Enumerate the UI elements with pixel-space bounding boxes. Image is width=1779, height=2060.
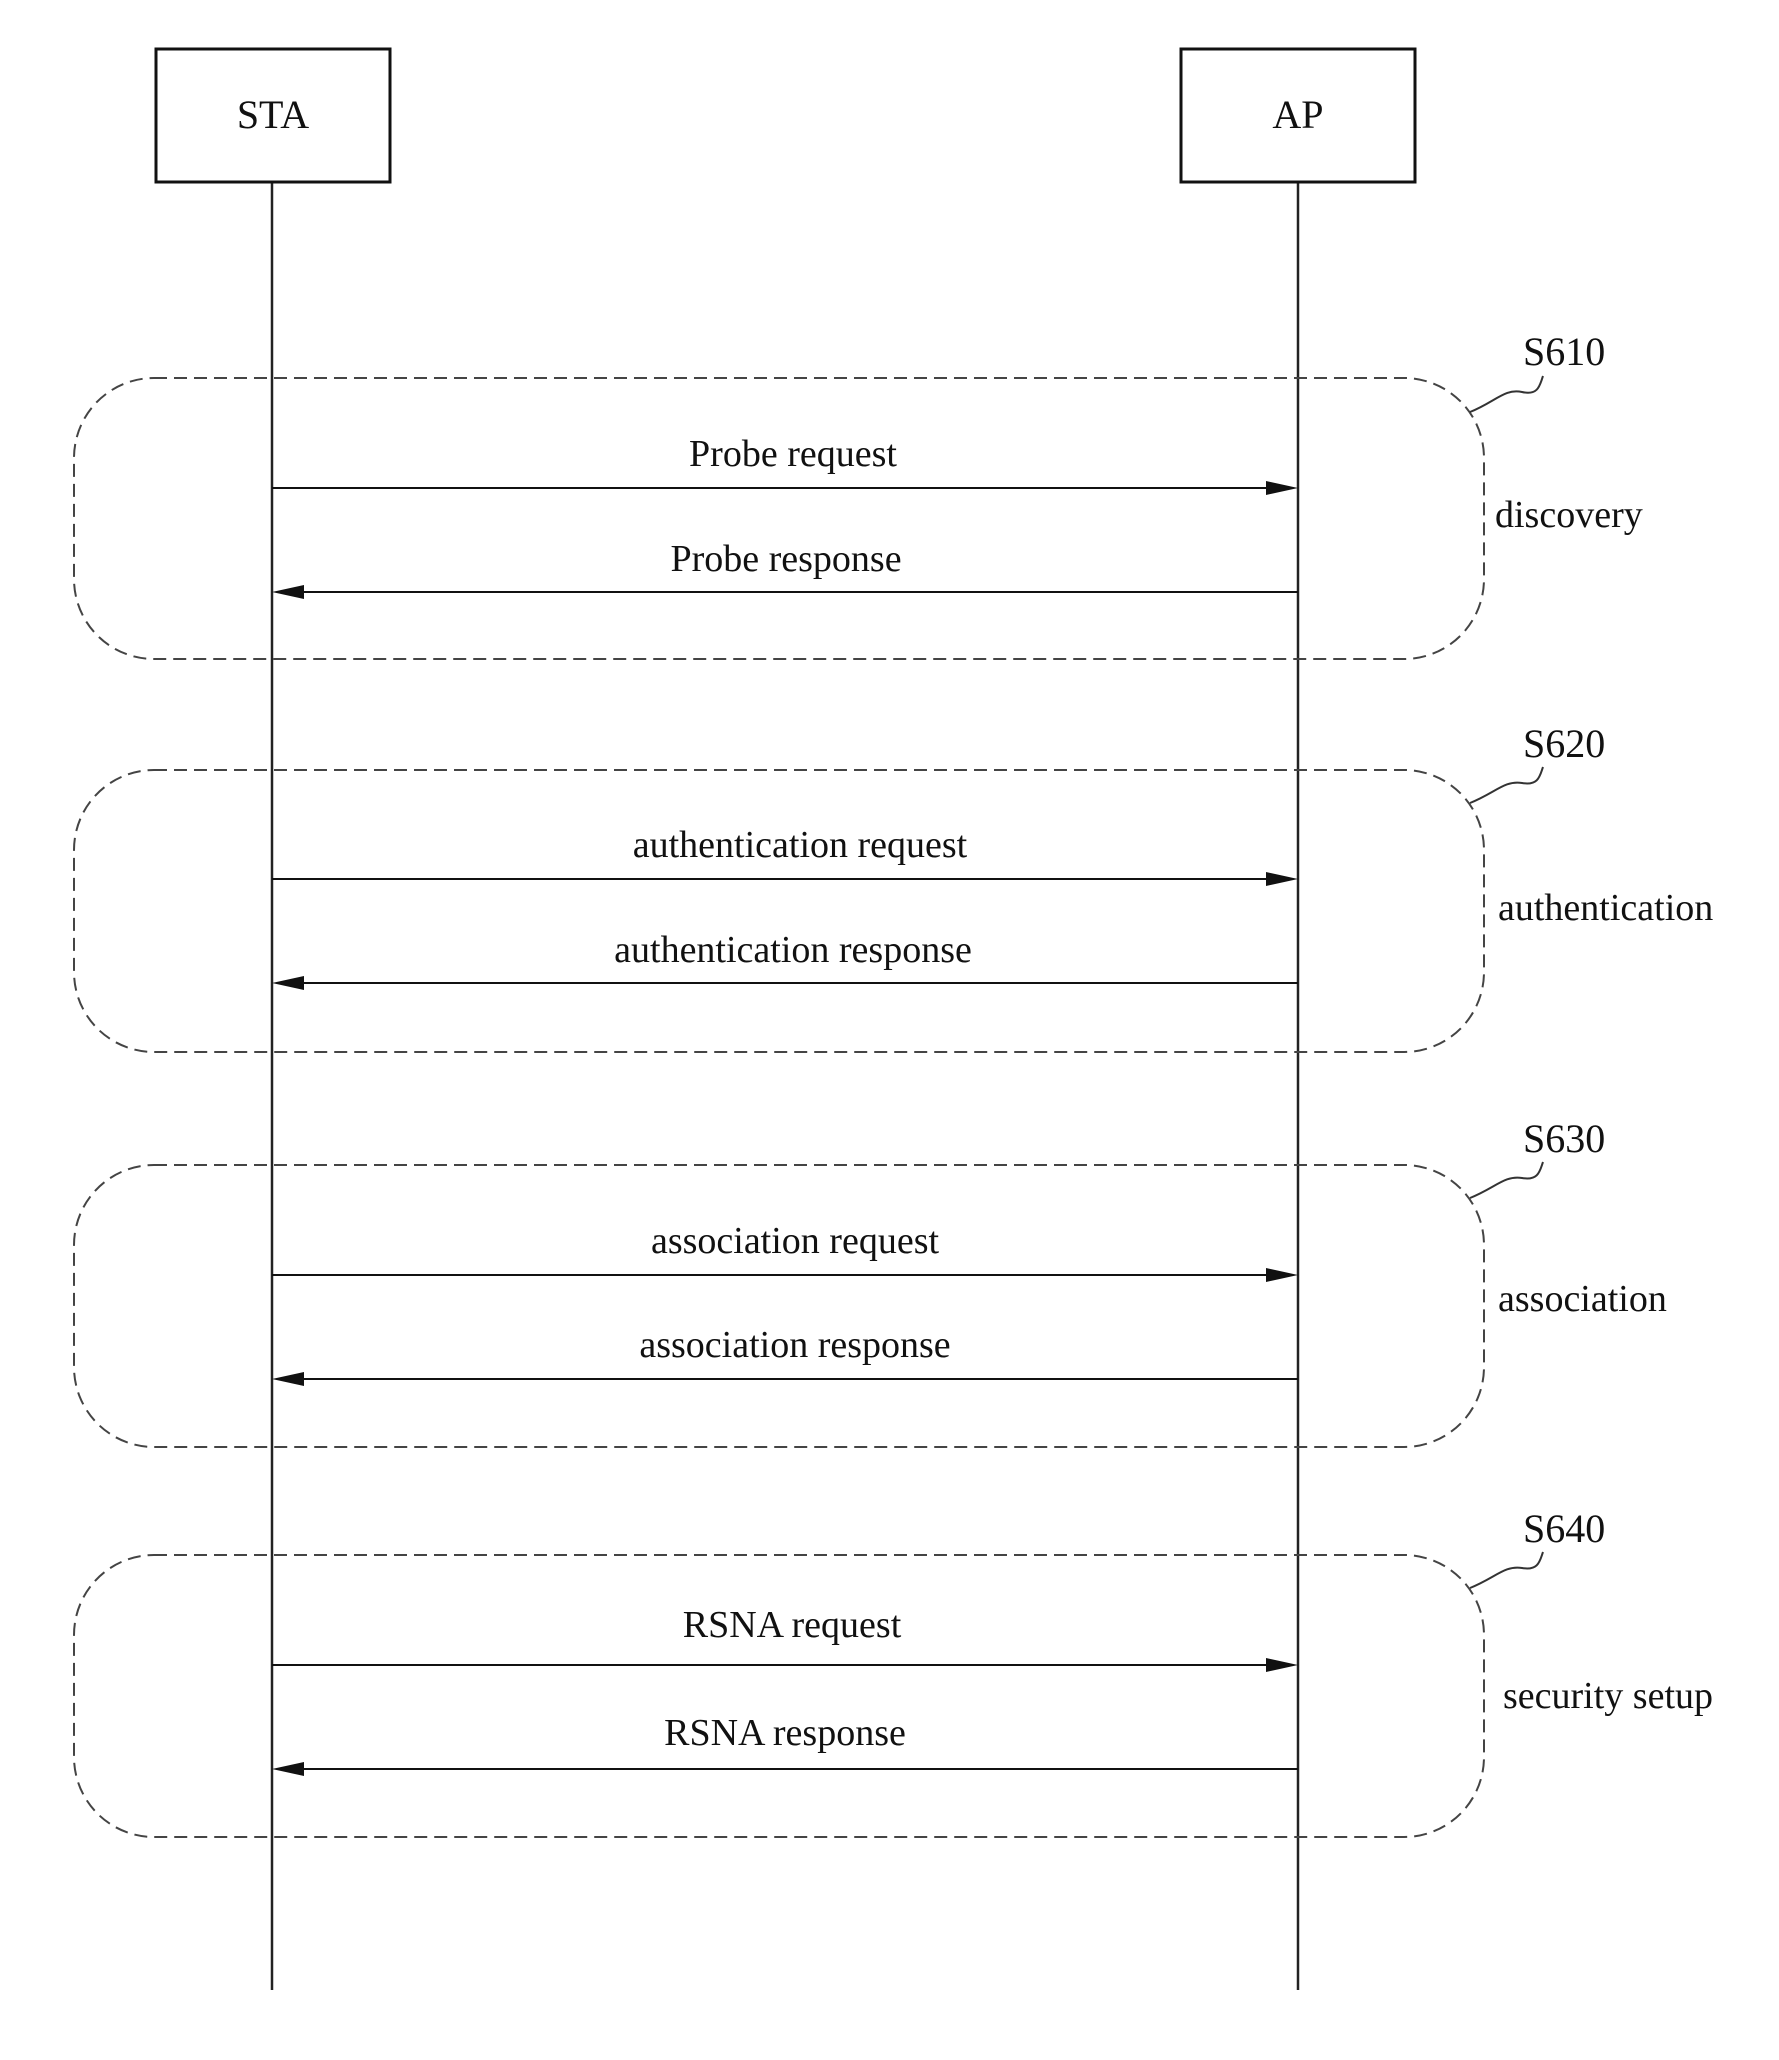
phase-label: authentication [1498, 887, 1713, 929]
phase-frame [74, 770, 1484, 1052]
response-label: association response [639, 1324, 950, 1366]
request-message: Probe request [272, 433, 1298, 495]
phase-label: security setup [1503, 1675, 1713, 1717]
phase-association: S630 association association request ass… [74, 1116, 1667, 1447]
response-label: RSNA response [664, 1712, 906, 1754]
response-arrowhead-icon [272, 1372, 304, 1386]
request-message: RSNA request [272, 1604, 1298, 1672]
ap-label: AP [1272, 92, 1323, 137]
sta-entity: STA [156, 49, 390, 182]
request-arrowhead-icon [1266, 872, 1298, 886]
request-message: association request [272, 1220, 1298, 1282]
response-message: authentication response [272, 929, 1298, 990]
request-label: authentication request [633, 824, 968, 866]
ap-entity: AP [1181, 49, 1415, 182]
request-arrowhead-icon [1266, 1658, 1298, 1672]
request-arrowhead-icon [1266, 481, 1298, 495]
phase-frame [74, 1555, 1484, 1837]
request-label: association request [651, 1220, 940, 1262]
phase-frame [74, 1165, 1484, 1447]
request-label: RSNA request [683, 1604, 902, 1646]
step-leader [1470, 376, 1543, 412]
step-label: S640 [1523, 1506, 1605, 1551]
response-arrowhead-icon [272, 976, 304, 990]
response-label: authentication response [614, 929, 972, 971]
step-label: S620 [1523, 721, 1605, 766]
response-message: Probe response [272, 538, 1298, 599]
phase-discovery: S610 discovery Probe request Probe respo… [74, 329, 1643, 659]
response-label: Probe response [670, 538, 901, 580]
response-message: RSNA response [272, 1712, 1298, 1776]
step-leader [1470, 767, 1543, 803]
response-message: association response [272, 1324, 1298, 1386]
response-arrowhead-icon [272, 1762, 304, 1776]
phase-security-setup: S640 security setup RSNA request RSNA re… [74, 1506, 1713, 1837]
step-leader [1470, 1552, 1543, 1588]
phase-label: discovery [1495, 494, 1643, 536]
request-message: authentication request [272, 824, 1298, 886]
request-label: Probe request [689, 433, 897, 475]
sta-label: STA [237, 92, 309, 137]
phase-authentication: S620 authentication authentication reque… [74, 721, 1713, 1052]
step-label: S630 [1523, 1116, 1605, 1161]
step-leader [1470, 1162, 1543, 1198]
request-arrowhead-icon [1266, 1268, 1298, 1282]
phase-label: association [1498, 1278, 1667, 1320]
step-label: S610 [1523, 329, 1605, 374]
response-arrowhead-icon [272, 585, 304, 599]
phase-frame [74, 378, 1484, 659]
